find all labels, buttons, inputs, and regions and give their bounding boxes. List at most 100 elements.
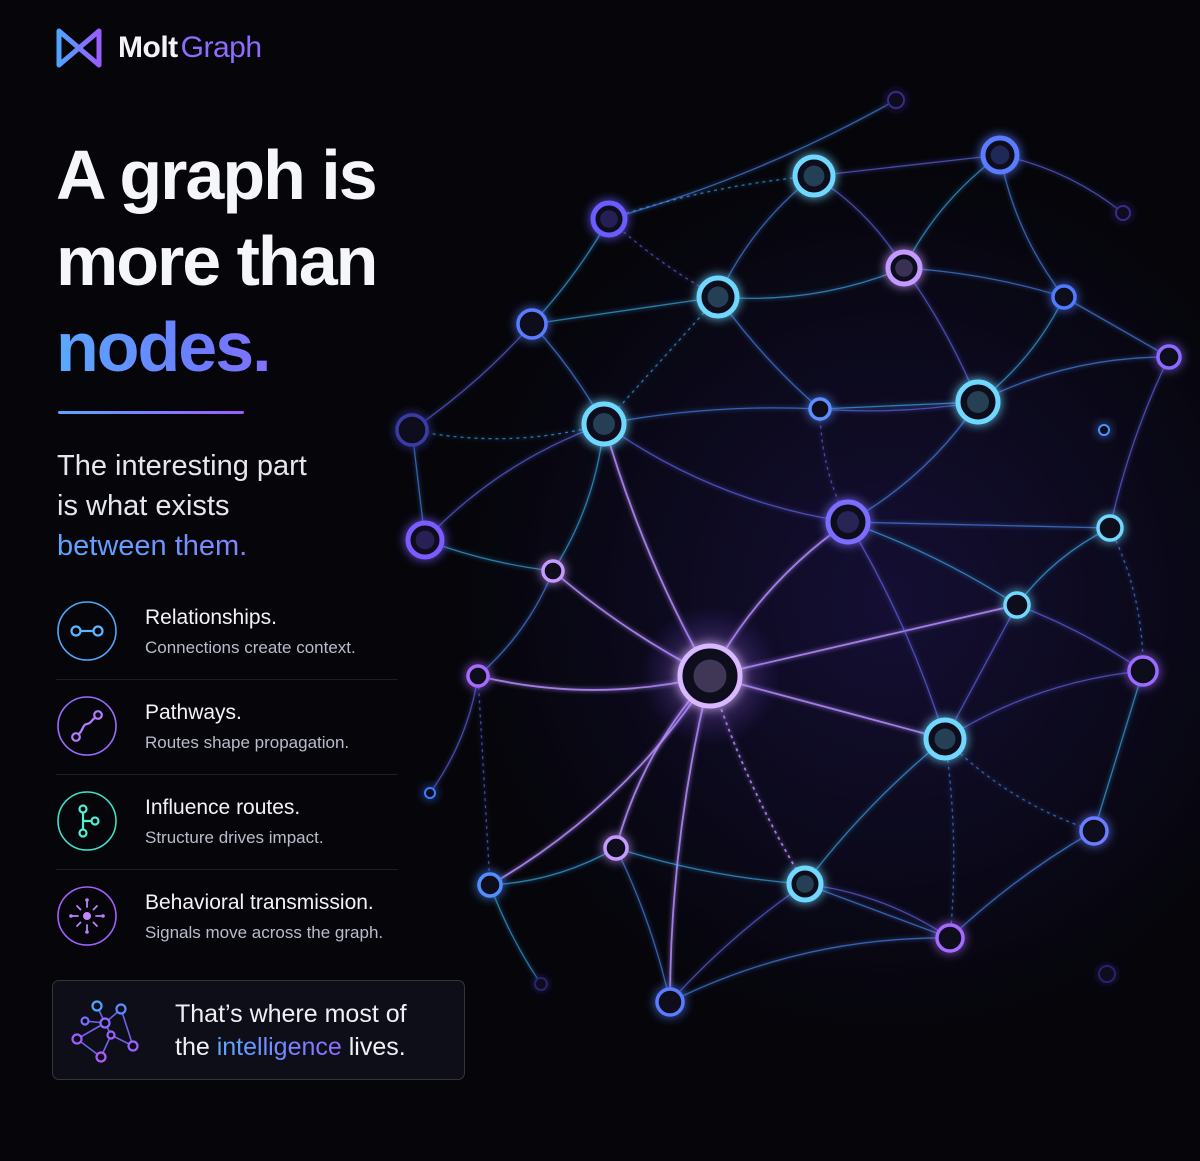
network-edge: [669, 883, 806, 1003]
network-edge: [489, 884, 542, 985]
network-node: [395, 413, 429, 447]
network-edge: [615, 847, 671, 1003]
network-node: [955, 379, 1001, 425]
network-node: [786, 865, 824, 903]
network-edge: [489, 847, 617, 886]
network-edge: [424, 539, 554, 572]
network-node-core: [693, 659, 727, 693]
network-edge: [531, 218, 610, 325]
network-node-core: [837, 511, 859, 533]
network-node: [405, 520, 445, 560]
network-node: [424, 787, 436, 799]
network-edge: [1016, 527, 1111, 606]
network-edge: [552, 423, 605, 572]
network-nodes: [395, 91, 1182, 1017]
callout-line1: That’s where most of: [175, 1000, 407, 1028]
network-edge: [813, 154, 1001, 177]
network-node: [887, 91, 905, 109]
network-edge: [804, 738, 946, 885]
network-edge: [608, 175, 815, 220]
network-edge: [977, 356, 1170, 403]
headline: A graph is more than nodes.: [56, 132, 378, 390]
headline-line1: A graph is: [56, 136, 378, 214]
network-edge: [819, 408, 849, 523]
feature-description: Structure drives impact.: [145, 828, 324, 847]
gradient-divider: [58, 411, 244, 414]
network-node: [534, 977, 548, 991]
network-edge: [717, 267, 905, 299]
feature-title: Relationships.: [145, 606, 277, 629]
network-edge: [999, 154, 1065, 298]
network-node: [1098, 424, 1110, 436]
headline-accent: nodes.: [56, 304, 376, 390]
feature-item-behavioral-transmission: Behavioral transmission. Signals move ac…: [56, 870, 398, 964]
callout-text: That’s where most of the intelligence li…: [175, 998, 407, 1064]
network-node: [885, 249, 923, 287]
callout-pre: the: [175, 1033, 217, 1061]
network-node: [1096, 514, 1124, 542]
feature-description: Connections create context.: [145, 638, 356, 657]
network-node: [1079, 816, 1109, 846]
network-node-core: [967, 391, 989, 413]
network-edge: [1093, 670, 1144, 832]
feature-item-pathways: Pathways. Routes shape propagation.: [56, 680, 398, 775]
network-node: [1003, 591, 1031, 619]
feature-item-relationships: Relationships. Connections create contex…: [56, 585, 398, 680]
network-node-core: [415, 530, 435, 550]
network-edge: [804, 883, 951, 939]
network-edge: [903, 154, 1001, 269]
brand-name-part2: Graph: [180, 31, 262, 64]
network-edge: [949, 830, 1095, 939]
network-edge: [1016, 604, 1144, 672]
network-edge: [1109, 527, 1144, 672]
brand-name-part1: Molt: [118, 31, 178, 64]
network-node-core: [796, 875, 814, 893]
feature-description: Routes shape propagation.: [145, 733, 350, 752]
callout-box: That’s where most of the intelligence li…: [52, 980, 465, 1080]
curve-path-icon: [57, 696, 117, 756]
branch-icon: [57, 791, 117, 851]
network-edge: [411, 423, 605, 440]
network-node-core: [600, 210, 618, 228]
network-edge: [944, 670, 1144, 740]
subtitle-line1: The interesting part: [57, 450, 307, 482]
network-edge: [615, 847, 806, 885]
network-edge: [608, 99, 897, 220]
callout-after: lives.: [341, 1033, 406, 1061]
network-node: [541, 559, 565, 583]
network-edge: [847, 521, 1018, 606]
network-edge: [717, 175, 815, 298]
network-node: [1127, 655, 1159, 687]
feature-title: Behavioral transmission.: [145, 891, 374, 914]
network-edge: [847, 401, 979, 523]
feature-title: Influence routes.: [145, 796, 301, 819]
network-node: [1156, 344, 1182, 370]
network-node: [603, 835, 629, 861]
headline-line2: more than: [56, 222, 378, 300]
network-edge: [603, 423, 849, 523]
network-edge: [531, 296, 719, 325]
network-node: [935, 923, 965, 953]
subtitle-accent: between them.: [57, 526, 307, 566]
callout-line2: the intelligence lives.: [175, 1031, 407, 1064]
network-node: [696, 275, 740, 319]
network-node: [1098, 965, 1116, 983]
network-node: [677, 643, 743, 709]
network-edge: [424, 423, 605, 541]
network-node-core: [934, 728, 956, 750]
network-edge: [411, 323, 533, 431]
feature-item-influence-routes: Influence routes. Structure drives impac…: [56, 775, 398, 870]
network-edge: [477, 570, 554, 677]
network-node-core: [593, 413, 615, 435]
network-edge: [1109, 356, 1170, 529]
subtitle-line2: is what exists: [57, 490, 230, 522]
feature-title: Pathways.: [145, 701, 242, 724]
network-node: [808, 397, 832, 421]
network-node: [466, 664, 490, 688]
network-node: [655, 987, 685, 1017]
background-glow: [420, 120, 1200, 1080]
subtitle: The interesting part is what exists betw…: [57, 446, 307, 566]
feature-description: Signals move across the graph.: [145, 923, 384, 942]
